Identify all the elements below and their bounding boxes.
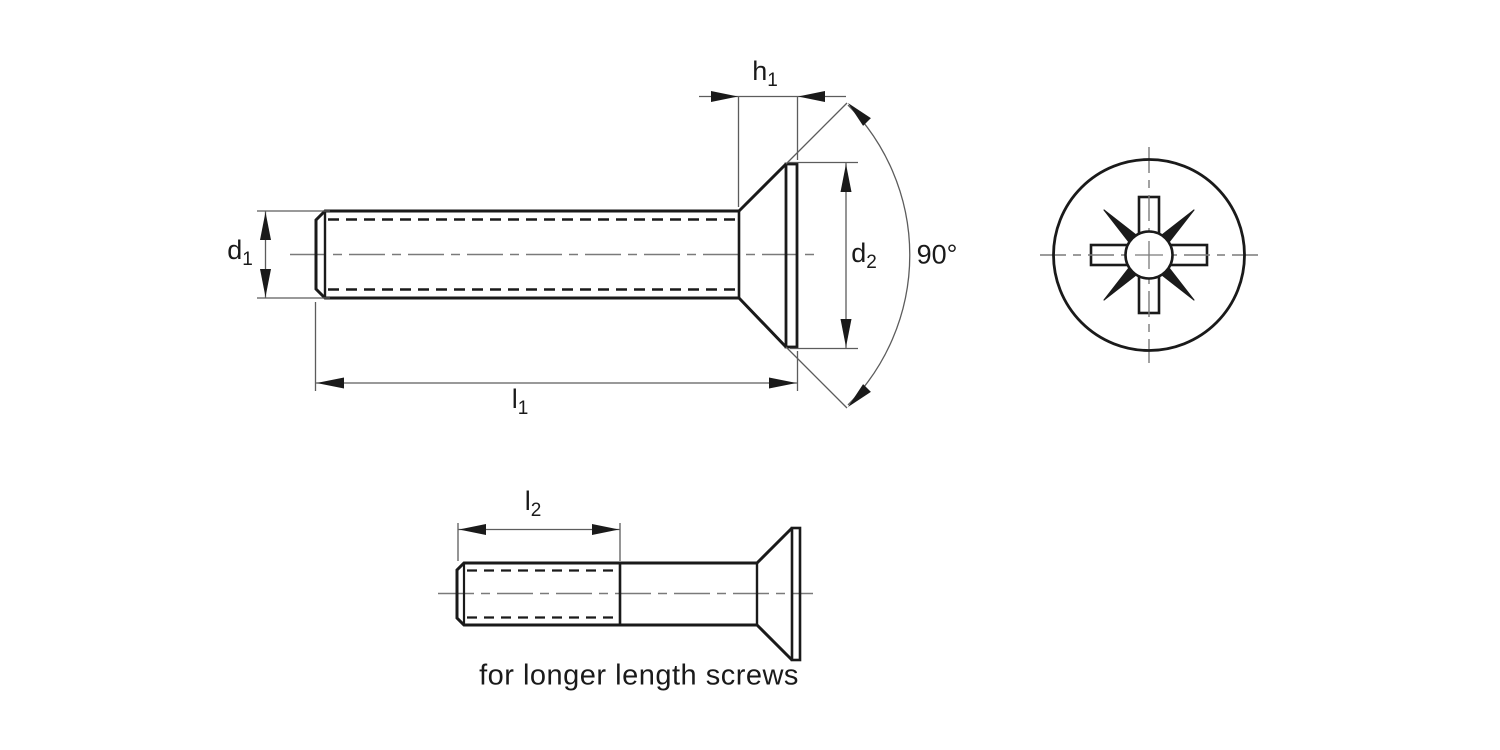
head-face: [784, 162, 799, 349]
head-front-view: [1040, 147, 1258, 363]
angle-label-90deg: 90°: [916, 239, 958, 270]
main-side-view: [257, 91, 911, 409]
long-head-cone-top: [755, 526, 794, 565]
pozidriv-tick-upper-left: [1103, 209, 1137, 243]
cone-extension-top: [785, 102, 848, 165]
h1-arrow-right: [798, 91, 825, 102]
dim-label-l1: l1: [511, 384, 529, 419]
dim-d1: [257, 210, 330, 299]
pozidriv-tick-lower-left: [1103, 267, 1137, 301]
d2-arrow-down: [840, 319, 852, 347]
head-outline-circle: [1052, 158, 1246, 352]
head-cone-bottom: [737, 296, 788, 349]
head-center-cross: [1135, 241, 1163, 269]
l2-arrow-left: [459, 524, 486, 535]
dim-h1: [699, 91, 846, 207]
dim-label-d1: d1: [227, 235, 253, 270]
d1-arrow-down: [260, 269, 271, 297]
pozidriv-tick-upper-right: [1161, 209, 1195, 243]
angle-arrow-bottom: [848, 384, 871, 407]
long-screw-outline: [455, 561, 757, 627]
angle-arc: [847, 104, 911, 406]
d2-arrow-up: [840, 164, 852, 192]
cone-extension-bottom: [785, 346, 848, 409]
l2-arrow-right: [592, 524, 619, 535]
long-screw-view: [438, 523, 813, 662]
l1-arrow-left: [316, 377, 344, 389]
caption-longer-length-screws: for longer length screws: [479, 659, 799, 692]
dim-label-h1: h1: [752, 56, 778, 91]
dim-label-d2: d2: [851, 238, 877, 273]
dim-label-l2: l2: [524, 486, 542, 521]
dim-d2: [788, 161, 858, 350]
dim-l2: [457, 523, 621, 561]
h1-arrow-left: [711, 91, 738, 102]
l1-arrow-right: [769, 377, 797, 389]
angle-annotation: [847, 103, 911, 407]
long-head-cone-bottom: [755, 623, 794, 662]
head-cone-top: [737, 162, 788, 213]
pozidriv-tick-lower-right: [1161, 267, 1195, 301]
long-head-face: [790, 526, 802, 662]
shank-outline: [314, 209, 739, 300]
dim-l1: [314, 302, 799, 391]
d1-arrow-up: [260, 212, 271, 240]
angle-arrow-top: [848, 103, 871, 126]
